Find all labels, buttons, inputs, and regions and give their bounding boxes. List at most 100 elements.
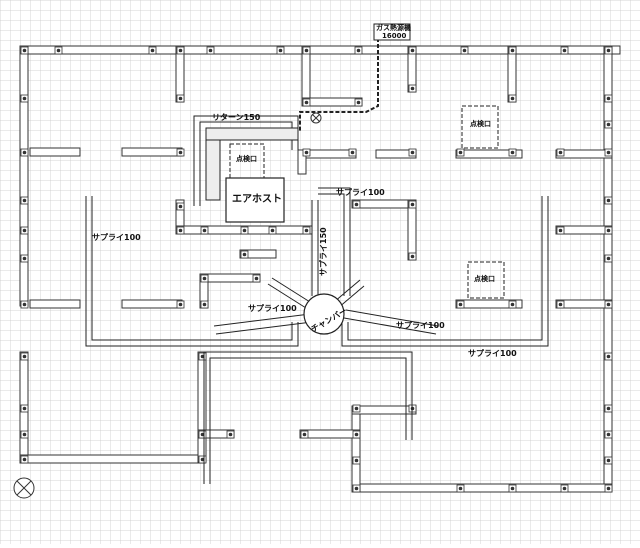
post <box>604 226 613 235</box>
post <box>20 404 29 413</box>
post <box>408 84 417 93</box>
inspection-port-2-box <box>461 105 499 149</box>
post <box>20 148 29 157</box>
branch-8 <box>337 285 365 309</box>
wall-bottom-left <box>19 454 206 464</box>
post <box>508 46 517 55</box>
north-symbol <box>13 477 35 499</box>
supply-duct-right <box>341 196 549 347</box>
post <box>198 430 207 439</box>
wall-left-inner <box>197 351 207 463</box>
post <box>456 300 465 309</box>
post <box>354 46 363 55</box>
wall-int-16 <box>407 199 417 261</box>
wall-int-3 <box>175 45 185 103</box>
air-host-unit <box>225 177 285 223</box>
post <box>200 300 209 309</box>
wall-int-23 <box>455 299 523 309</box>
post <box>176 46 185 55</box>
branch-4 <box>213 313 311 327</box>
post <box>20 196 29 205</box>
supply-duct-upper-inner <box>318 187 351 296</box>
post <box>508 484 517 493</box>
wall-int-5 <box>301 97 363 107</box>
post <box>352 484 361 493</box>
post <box>226 430 235 439</box>
wall-right <box>603 45 613 492</box>
return-flex-duct-top <box>205 127 299 141</box>
gas-meter-label-2: 16000 <box>382 32 407 40</box>
wall-int-11 <box>455 149 523 159</box>
chamber-circle <box>303 293 345 335</box>
wall-top <box>19 45 621 55</box>
post <box>268 226 277 235</box>
valve-symbol <box>310 112 322 124</box>
post <box>198 455 207 464</box>
post <box>508 148 517 157</box>
supply-duct-right-inner <box>347 196 543 341</box>
post <box>20 94 29 103</box>
post <box>176 226 185 235</box>
post <box>176 148 185 157</box>
supply-duct-left <box>85 196 299 347</box>
post <box>300 430 309 439</box>
supply-100-label-d: サプライ100 <box>396 321 445 330</box>
ducts <box>85 115 549 484</box>
post <box>276 46 285 55</box>
post <box>302 148 311 157</box>
post <box>176 300 185 309</box>
post <box>604 484 613 493</box>
wall-bottom-right <box>351 483 613 493</box>
return-duct-label: リターン150 <box>212 113 261 122</box>
post <box>508 300 517 309</box>
wall-int-26 <box>299 429 361 439</box>
wall-int-22 <box>121 299 183 309</box>
wall-left-top <box>19 45 29 307</box>
post <box>20 455 29 464</box>
wall-int-17 <box>555 225 613 235</box>
post <box>604 300 613 309</box>
post <box>408 200 417 209</box>
supply-duct-bottom <box>203 351 413 484</box>
post <box>604 456 613 465</box>
post <box>604 352 613 361</box>
post <box>604 430 613 439</box>
post <box>20 46 29 55</box>
supply-100-label-e: サプライ100 <box>468 349 517 358</box>
post <box>252 274 261 283</box>
post <box>20 226 29 235</box>
post <box>508 94 517 103</box>
wall-int-21 <box>29 299 81 309</box>
post <box>302 98 311 107</box>
post <box>352 200 361 209</box>
post <box>456 484 465 493</box>
wall-int-1 <box>29 147 81 157</box>
branch-7 <box>333 279 361 303</box>
post <box>352 456 361 465</box>
supply-duct-bottom-inner <box>209 357 407 484</box>
post <box>302 46 311 55</box>
posts <box>20 46 613 493</box>
wall-int-2 <box>121 147 183 157</box>
post <box>240 226 249 235</box>
wall-int-9 <box>297 149 307 175</box>
branch-3 <box>215 321 313 335</box>
gas-meter-box <box>373 23 411 41</box>
post <box>604 196 613 205</box>
post <box>148 46 157 55</box>
post <box>20 430 29 439</box>
post <box>200 226 209 235</box>
post <box>354 98 363 107</box>
post <box>456 148 465 157</box>
supply-100-label-b: サプライ100 <box>92 233 141 242</box>
post <box>20 300 29 309</box>
post <box>348 148 357 157</box>
post <box>408 148 417 157</box>
wall-int-4 <box>301 45 311 107</box>
wall-bottom-stub <box>351 405 361 493</box>
post <box>604 120 613 129</box>
post <box>20 254 29 263</box>
post <box>198 352 207 361</box>
